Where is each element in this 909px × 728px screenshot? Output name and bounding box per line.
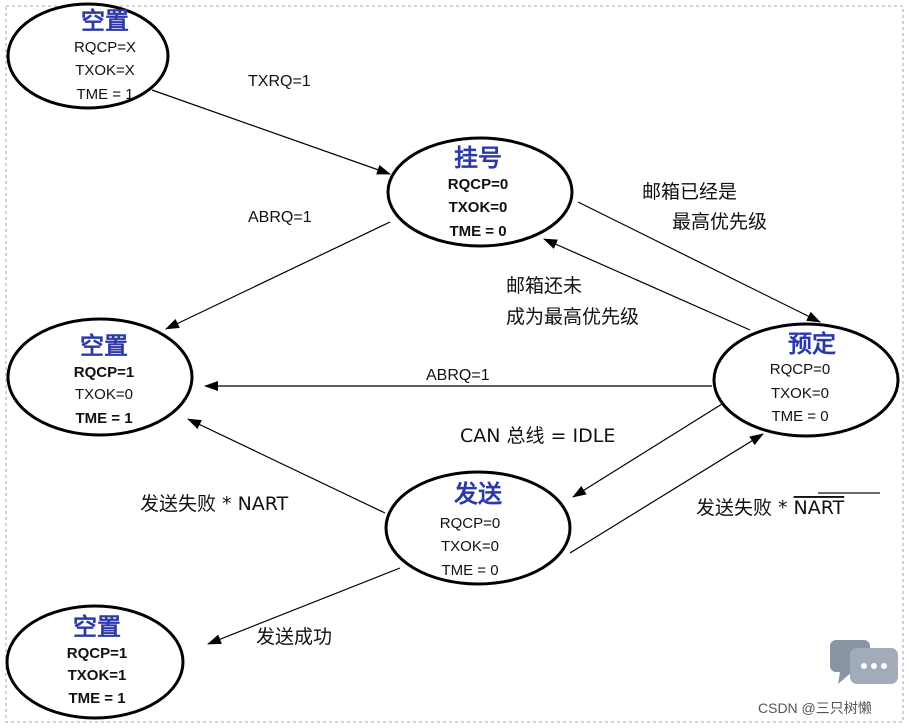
edge-label-fail-prefix: 发送失败 * — [696, 497, 788, 519]
edge-label-not-highest: 成为最高优先级 — [506, 306, 639, 328]
edge-label-nart-overlined: NART — [794, 497, 845, 519]
state-line: TME = 0 — [771, 408, 828, 425]
chat-bubble-icon — [830, 640, 898, 684]
state-line: TXOK=0 — [449, 199, 508, 216]
state-line: RQCP=0 — [770, 361, 830, 378]
edge-label-abrq-pending: ABRQ=1 — [248, 209, 312, 226]
state-line: TME = 1 — [68, 690, 125, 707]
state-empty-top: 空置 RQCP=X TXOK=X TME = 1 — [6, 2, 170, 110]
state-pending: 挂号 RQCP=0 TXOK=0 TME = 0 — [386, 136, 574, 248]
edge-success — [207, 567, 401, 645]
edge-label-not-highest: 邮箱还未 — [506, 275, 582, 297]
state-line: RQCP=X — [74, 39, 136, 56]
watermark-text: CSDN @三只树懒 — [758, 700, 872, 716]
state-title: 空置 — [80, 332, 128, 360]
edge-highest-priority — [577, 201, 821, 323]
edge-label-fail-nart: 发送失败 * NART — [140, 493, 289, 515]
state-line: RQCP=1 — [74, 364, 134, 381]
state-scheduled: 预定 RQCP=0 TXOK=0 TME = 0 — [712, 322, 900, 438]
state-line: TXOK=1 — [68, 667, 127, 684]
edge-can-idle — [572, 403, 723, 498]
edge-fail-not-nart — [569, 433, 764, 554]
state-line: TXOK=X — [75, 62, 135, 79]
edge-label-abrq-scheduled: ABRQ=1 — [426, 367, 490, 384]
edge-not-highest — [543, 238, 751, 331]
state-title: 挂号 — [454, 144, 502, 172]
state-empty-mid: 空置 RQCP=1 TXOK=0 TME = 1 — [6, 317, 194, 437]
state-line: TME = 1 — [75, 410, 132, 427]
state-title: 空置 — [73, 613, 121, 641]
edge-fail-nart — [187, 418, 386, 514]
edge-label-highest-priority: 邮箱已经是 — [642, 181, 737, 203]
state-line: TXOK=0 — [441, 538, 499, 555]
state-line: TXOK=0 — [771, 385, 829, 402]
edge-txrq — [151, 89, 391, 175]
state-title: 预定 — [788, 330, 836, 358]
state-line: TME = 0 — [449, 223, 506, 240]
state-transmit: 发送 RQCP=0 TXOK=0 TME = 0 — [384, 470, 572, 586]
edge-label-txrq: TXRQ=1 — [248, 73, 311, 90]
state-title: 空置 — [81, 7, 129, 35]
edge-abrq-pending — [165, 221, 391, 330]
edge-label-can-idle: CAN 总线 = IDLE — [460, 425, 615, 447]
state-line: TME = 1 — [76, 86, 133, 103]
edge-label-fail-not-nart: 发送失败 * NART — [696, 497, 845, 519]
state-line: RQCP=0 — [440, 515, 500, 532]
state-line: TME = 0 — [441, 562, 498, 579]
edge-label-success: 发送成功 — [256, 626, 332, 648]
state-line: RQCP=1 — [67, 645, 127, 662]
state-line: RQCP=0 — [448, 176, 508, 193]
state-empty-bottom: 空置 RQCP=1 TXOK=1 TME = 1 — [5, 604, 185, 720]
state-title: 发送 — [453, 480, 503, 508]
edge-label-highest-priority: 最高优先级 — [672, 211, 767, 233]
state-line: TXOK=0 — [75, 386, 133, 403]
diagram-frame — [5, 5, 904, 723]
